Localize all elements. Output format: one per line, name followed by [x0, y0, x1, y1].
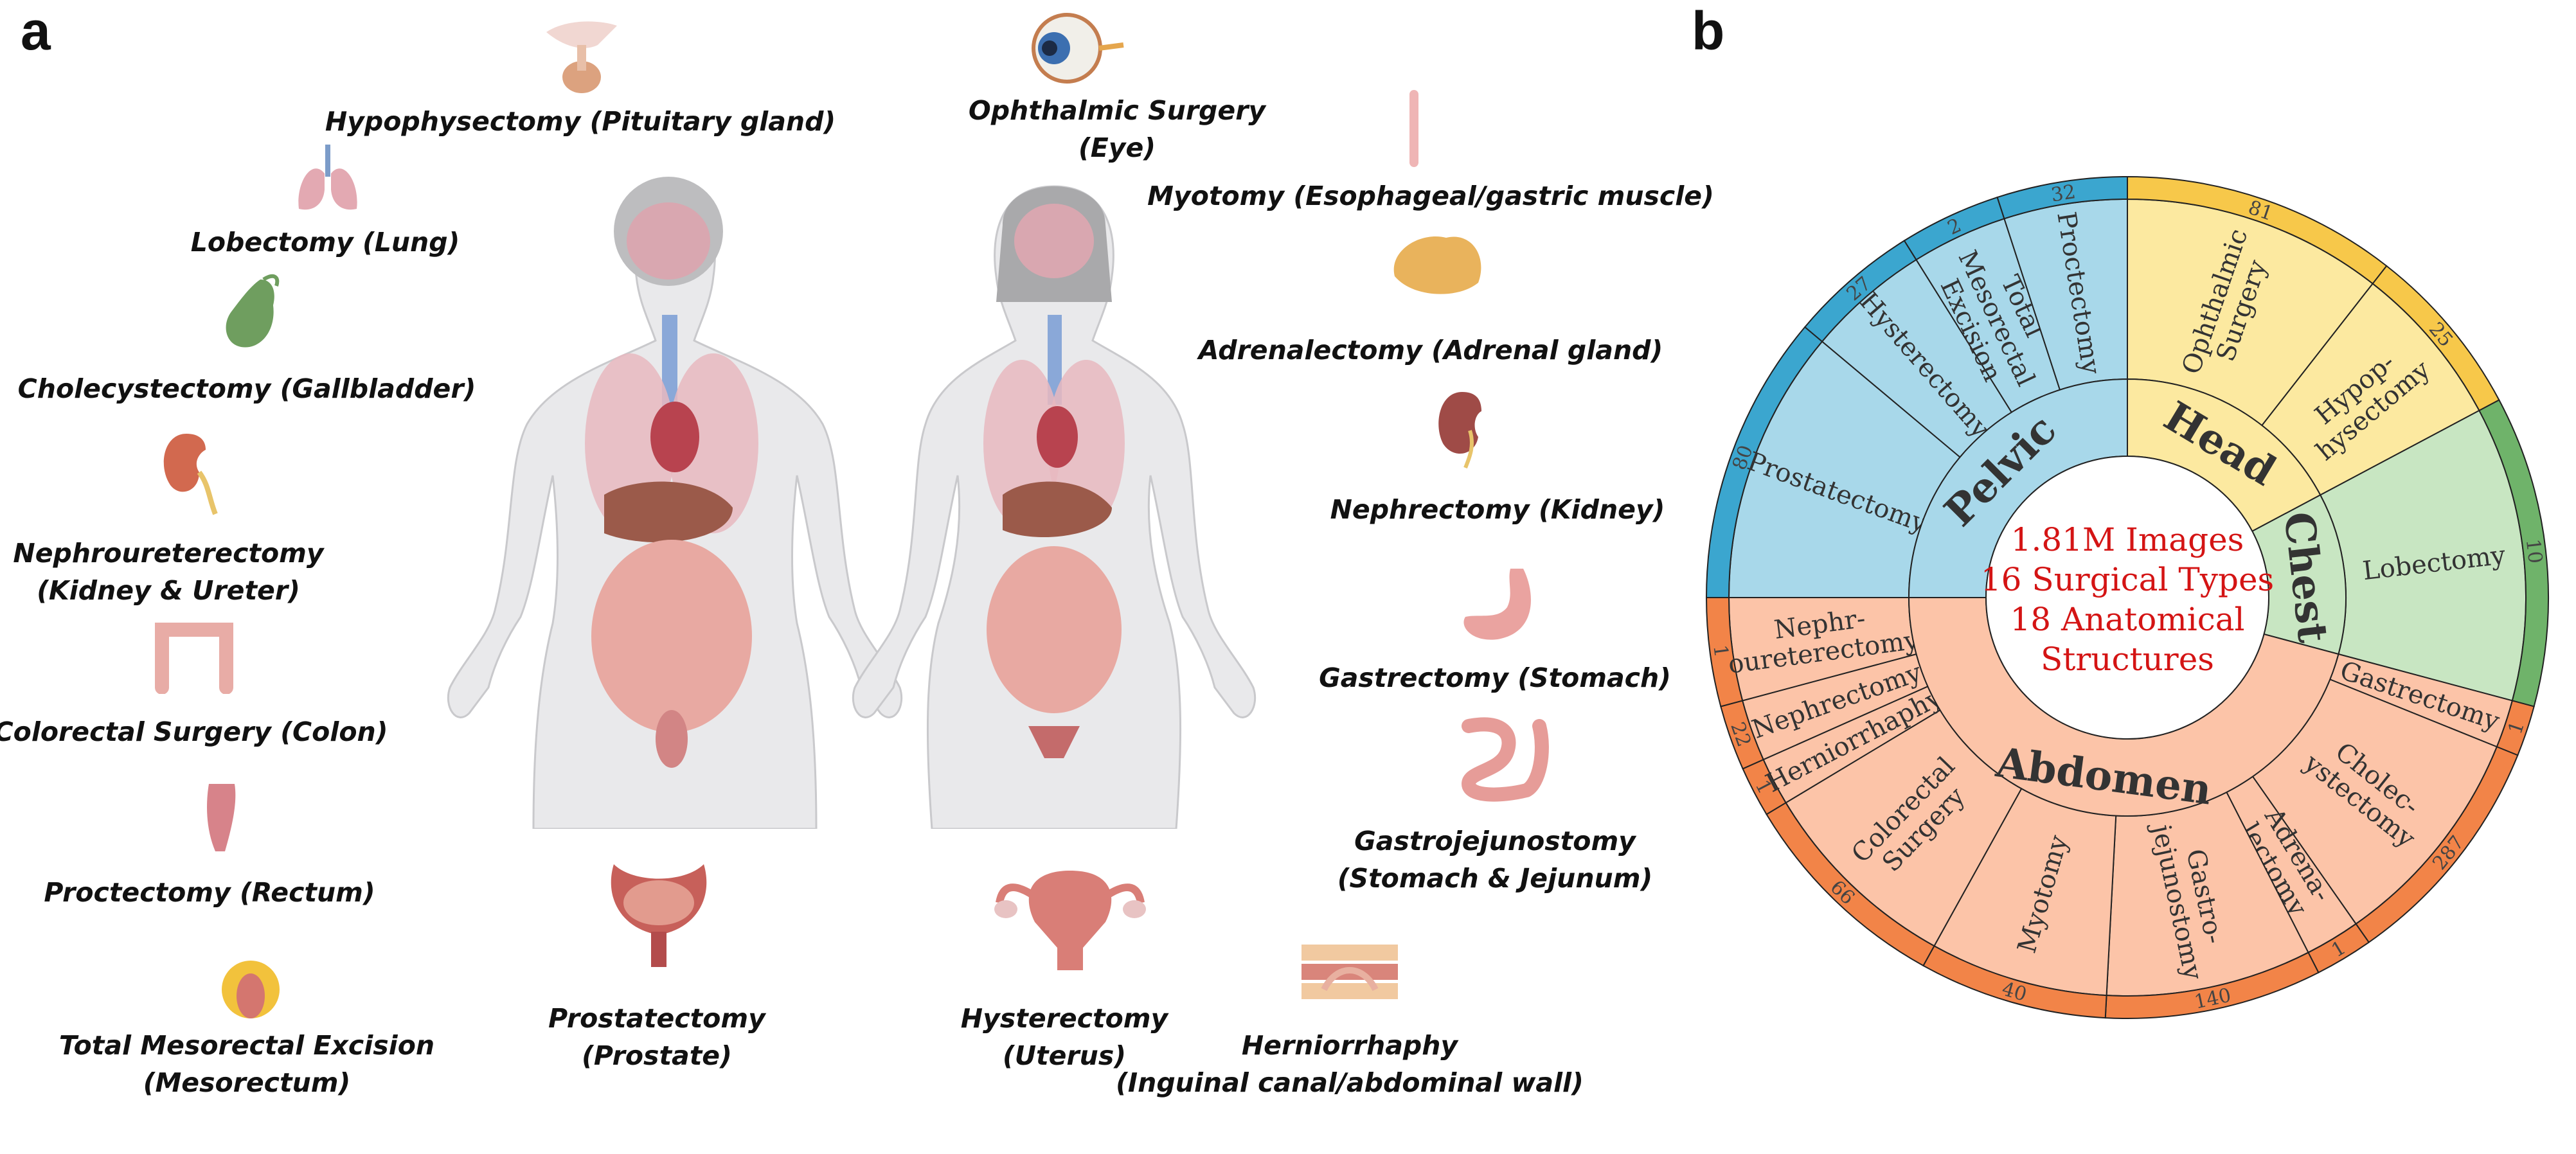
female-body-icon — [852, 185, 1257, 829]
gallbladder-icon — [226, 274, 280, 348]
mesorectum-icon — [222, 961, 280, 1018]
colon-icon — [155, 623, 233, 694]
eye-icon — [1032, 13, 1124, 84]
procedure-label: Herniorrhaphy(Inguinal canal/abdominal w… — [1116, 1030, 1584, 1098]
adrenal-gland-icon — [1393, 236, 1481, 294]
center-text: Structures — [2041, 641, 2214, 678]
abdominal-wall-icon — [1301, 945, 1398, 999]
procedure-label: Gastrojejunostomy(Stomach & Jejunum) — [1337, 826, 1653, 894]
center-text: 1.81M Images — [2011, 521, 2244, 558]
procedure-label: Nephroureterectomy(Kidney & Ureter) — [13, 538, 324, 606]
kidney-ureter-icon — [163, 434, 218, 515]
value-ring-arc — [1996, 175, 2128, 220]
value-label: 32 — [2050, 181, 2077, 207]
prostate-icon — [611, 864, 707, 967]
procedure-label: Nephrectomy (Kidney) — [1330, 494, 1665, 525]
pituitary-icon — [546, 21, 617, 93]
stomach-jejunum-icon — [1461, 717, 1549, 802]
value-label: 10 — [2521, 538, 2546, 565]
kidney-icon — [1438, 392, 1481, 469]
procedure-label: Ophthalmic Surgery(Eye) — [968, 95, 1266, 163]
procedure-label: Total Mesorectal Excision(Mesorectum) — [58, 1030, 435, 1098]
lung-icon — [298, 145, 357, 210]
procedure-label: Myotomy (Esophageal/gastric muscle) — [1147, 181, 1714, 211]
procedure-label: Prostatectomy(Prostate) — [548, 1003, 765, 1071]
esophagus-icon — [1409, 90, 1418, 167]
sunburst-chart: OphthalmicSurgery81Hypop-hysectomy25Head… — [1705, 175, 2549, 1019]
uterus-icon — [994, 871, 1146, 970]
procedure-label: Proctectomy (Rectum) — [44, 877, 375, 908]
center-text: 16 Surgical Types — [1981, 561, 2274, 598]
procedure-label: Hysterectomy(Uterus) — [960, 1003, 1168, 1071]
value-label: 1 — [1708, 644, 1732, 659]
procedure-label: Lobectomy (Lung) — [190, 227, 460, 258]
panel-b-letter: b — [1692, 1, 1725, 61]
stomach-icon — [1463, 569, 1531, 640]
center-circle — [1985, 456, 2269, 740]
rectum-icon — [207, 784, 236, 851]
anatomy-illustration — [447, 177, 1257, 829]
procedure-label: Hypophysectomy (Pituitary gland) — [325, 106, 836, 137]
procedure-label: Cholecystectomy (Gallbladder) — [17, 373, 476, 404]
male-body-icon — [447, 177, 903, 829]
procedure-label: Colorectal Surgery (Colon) — [0, 716, 388, 747]
procedure-label: Adrenalectomy (Adrenal gland) — [1198, 335, 1663, 366]
center-text: 18 Anatomical — [2010, 601, 2244, 638]
panel-a-letter: a — [21, 1, 51, 61]
procedure-label: Gastrectomy (Stomach) — [1319, 662, 1671, 693]
